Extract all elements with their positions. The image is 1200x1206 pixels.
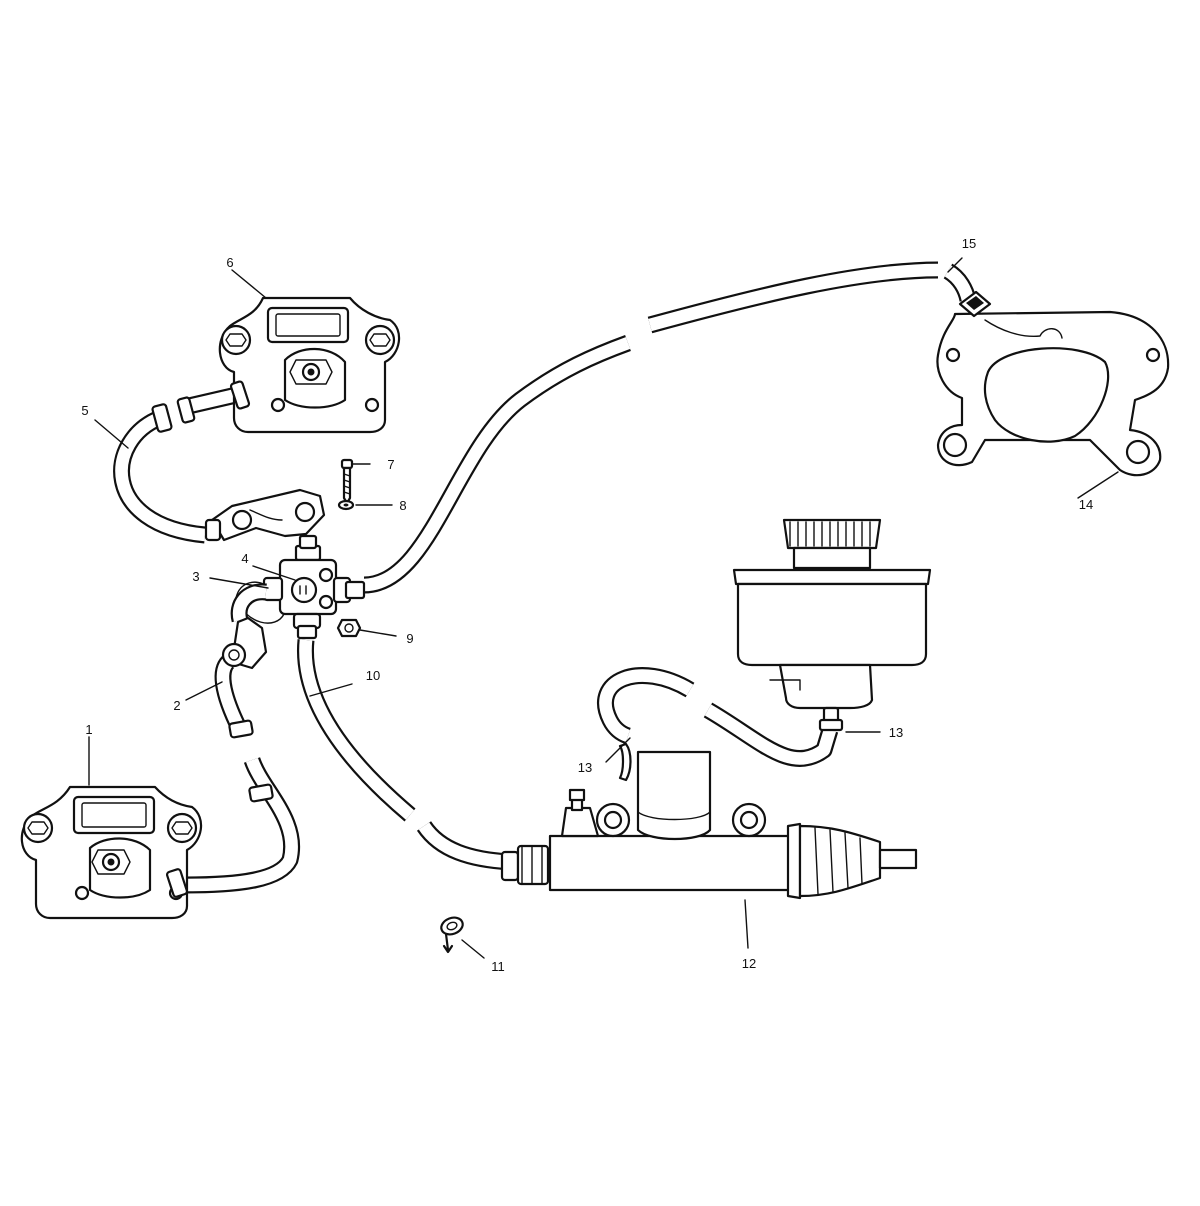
- callout-8: 8: [399, 498, 406, 513]
- callout-11: 11: [491, 959, 505, 974]
- callout-12: 12: [742, 956, 756, 971]
- callout-6: 6: [226, 255, 233, 270]
- callout-2: 2: [173, 698, 180, 713]
- hose-to-rear-caliper: [363, 261, 977, 594]
- master-cylinder: [500, 742, 918, 900]
- reservoir-hose: [597, 667, 839, 767]
- brake-fluid-reservoir: [732, 518, 932, 732]
- hose-bracket: [204, 488, 326, 542]
- callout-13-left: 13: [578, 760, 592, 775]
- washer-8: [337, 499, 355, 511]
- rear-caliper: [936, 290, 1170, 477]
- nut-9: [336, 618, 362, 638]
- callout-5: 5: [81, 403, 88, 418]
- callout-1: 1: [85, 722, 92, 737]
- callout-labels: 1 2 3 4 5 6 7 8 9 10 11 12 13 13 14 15: [81, 236, 1093, 974]
- callout-7: 7: [387, 457, 394, 472]
- clip-11: [440, 916, 464, 954]
- leader-lines: [88, 257, 1119, 959]
- distribution-block: [221, 534, 366, 803]
- callout-4: 4: [241, 551, 248, 566]
- callout-3: 3: [192, 569, 199, 584]
- callout-13-right: 13: [889, 725, 903, 740]
- hose-10: [296, 639, 513, 871]
- callout-9: 9: [406, 631, 413, 646]
- callout-15: 15: [962, 236, 976, 251]
- front-caliper-upper: [151, 296, 401, 434]
- front-caliper-lower: [20, 785, 203, 920]
- bolt-7: [340, 458, 354, 505]
- callout-14: 14: [1079, 497, 1093, 512]
- callout-10: 10: [366, 668, 380, 683]
